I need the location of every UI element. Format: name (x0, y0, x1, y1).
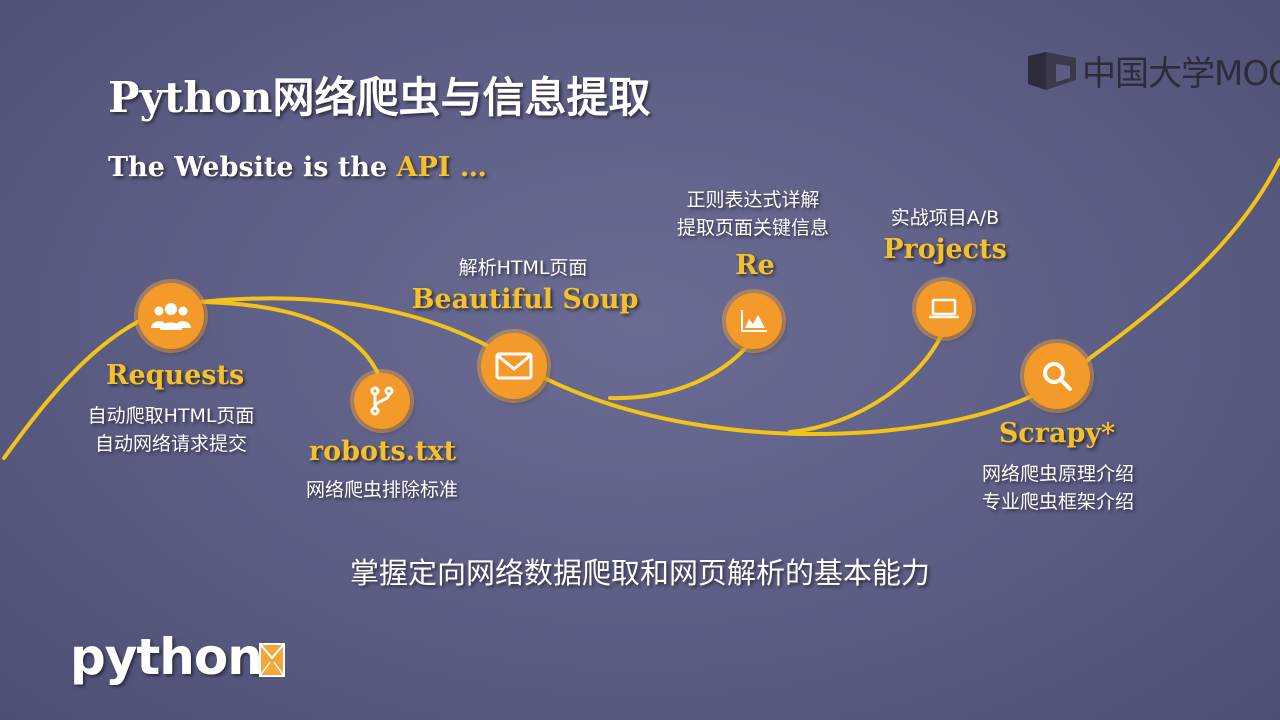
robots-branch (203, 300, 382, 380)
subtitle-highlight: API … (396, 152, 487, 183)
projects-label: Projects (883, 234, 1007, 265)
page-title: Python网络爬虫与信息提取 (108, 73, 651, 122)
chart-icon (741, 310, 767, 332)
scrapy-desc-line-2: 专业爬虫框架介绍 (981, 491, 1134, 513)
mooc-logo: 中国大学MOOC (1026, 46, 1280, 95)
robots-desc: 网络爬虫排除标准 (270, 476, 494, 504)
re-label: Re (735, 250, 775, 281)
python-logo: python (70, 628, 288, 686)
page-subtitle: The Website is the API … (108, 152, 487, 183)
requests-desc-line-2: 自动网络请求提交 (94, 433, 247, 455)
projects-node (916, 281, 972, 337)
requests-node (138, 283, 204, 349)
scrapy-node (1024, 343, 1090, 409)
laptop-icon (929, 298, 959, 319)
projects-desc: 实战项目A/B (890, 207, 1000, 229)
requests-desc-line-1: 自动爬取HTML页面 (87, 405, 255, 427)
re-desc: 正则表达式详解 提取页面关键信息 (640, 186, 866, 242)
re-desc-line-1: 正则表达式详解 (686, 189, 820, 211)
projects-branch (788, 332, 944, 434)
requests-desc: 自动爬取HTML页面 自动网络请求提交 (56, 402, 286, 458)
mooc-logo-icon (1028, 51, 1076, 90)
branch-icon (370, 386, 394, 416)
robots-label: robots.txt (308, 436, 457, 467)
bs-node (481, 333, 547, 399)
scrapy-desc: 网络爬虫原理介绍 专业爬虫框架介绍 (950, 460, 1166, 516)
mooc-logo-text: 中国大学MOOC (1082, 54, 1280, 94)
bs-label: Beautiful Soup (411, 284, 639, 315)
requests-label: Requests (106, 360, 245, 391)
bottom-caption: 掌握定向网络数据爬取和网页解析的基本能力 (349, 556, 930, 590)
envelope-icon (495, 352, 533, 380)
python-logo-text: python (70, 628, 263, 686)
re-branch (608, 338, 754, 401)
robots-node (354, 373, 410, 429)
re-desc-line-2: 提取页面关键信息 (676, 217, 829, 239)
robots-desc-line-1: 网络爬虫排除标准 (305, 479, 458, 501)
search-icon (1043, 362, 1072, 391)
python-logo-envelope-icon (258, 643, 285, 677)
scrapy-desc-line-1: 网络爬虫原理介绍 (981, 463, 1134, 485)
users-icon (151, 303, 191, 330)
re-node (726, 293, 782, 349)
scrapy-label: Scrapy* (998, 418, 1116, 449)
subtitle-prefix: The Website is the (108, 152, 397, 183)
bs-desc: 解析HTML页面 (458, 257, 588, 279)
